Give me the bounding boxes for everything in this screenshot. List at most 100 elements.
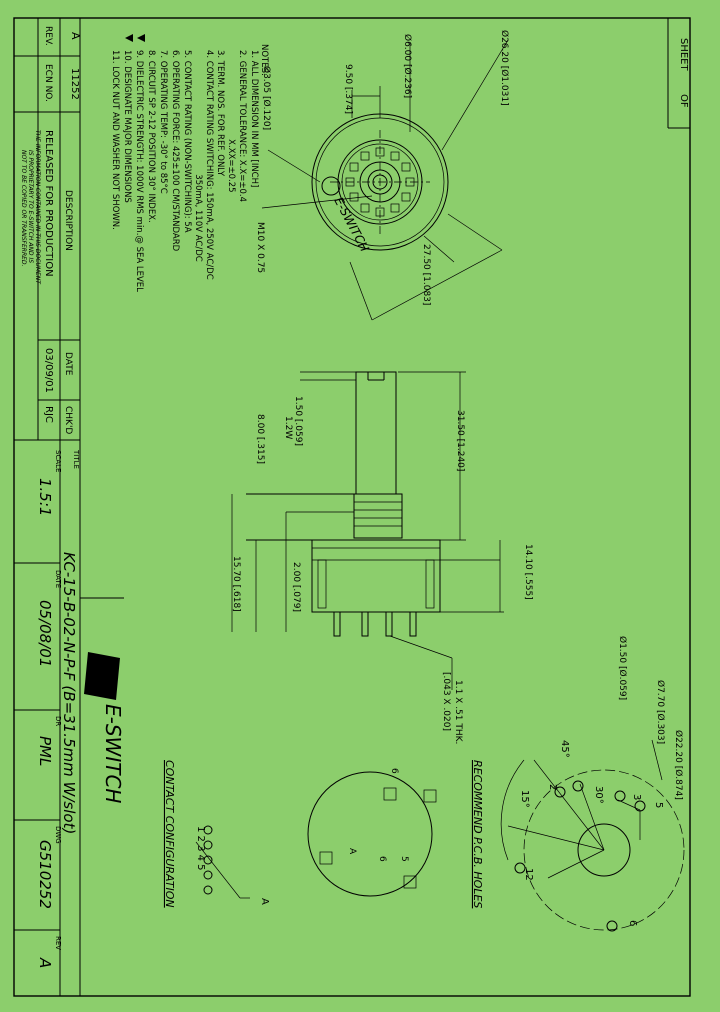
terminal-tab: [349, 192, 359, 202]
terminal-tab: [401, 192, 411, 202]
note-1: 1. ALL DIMENSION IN MM [INCH]: [249, 50, 259, 187]
contact-mark-6a: 6: [389, 768, 399, 774]
dwg-value: G510252: [36, 840, 54, 909]
dim-2220: Ø22.20 [Ø.874]: [673, 730, 684, 800]
note-8: 8. CIRCUIT SP 2-12 POSITION 30° INDEX.: [146, 50, 156, 223]
description-value: RELEASED FOR PRODUCTION: [43, 130, 54, 277]
terminal-tab: [360, 203, 370, 213]
angle-45: 45°: [559, 740, 570, 758]
ecn-value: 11252: [69, 68, 80, 100]
pcb-hole: [614, 790, 626, 802]
contact-mark-6b: 6: [377, 856, 387, 862]
note-4: 4. CONTACT RATING SWITCHING: 150mA, 250V…: [204, 50, 214, 280]
scale-value: 1.5:1: [36, 478, 54, 516]
dim-1570: 15.70 [.618]: [231, 556, 241, 612]
note-marker-icon: [137, 34, 145, 42]
pcb-label-12: 12: [523, 868, 534, 881]
ecn-header: ECN NO.: [43, 64, 53, 102]
note-11: 11. LOCK NUT AND WASHER NOT SHOWN.: [110, 50, 120, 230]
logo-mark-icon: [84, 652, 120, 700]
dwg-label: DWG: [54, 826, 62, 844]
notes-heading: NOTES:: [259, 44, 269, 76]
contact-circle: [203, 840, 213, 850]
dim-12w: 1.2W: [283, 416, 293, 439]
contact-circle: [203, 870, 213, 880]
rev-label: REV: [54, 936, 62, 950]
note-7: 7. OPERATING TEMP: -30° to 85°C: [158, 50, 168, 194]
dim-pin-inch: [.043 X .020]: [441, 672, 451, 731]
note-5: 5. CONTACT RATING (NON-SWITCHING): 5A: [182, 50, 192, 233]
top-view: E-SWITCH Ø26.20 [Ø1.031] Ø6.00 [Ø.236] 9…: [255, 30, 510, 321]
sheet-label: SHEET: [678, 38, 689, 72]
notice-line-2: IS PROPRIETARY TO E-SWITCH AND IS: [27, 150, 34, 263]
dim-3150: 31.50 [1.240]: [455, 410, 465, 471]
dim-1410: 14.10 [.555]: [523, 544, 533, 600]
dim-950: 9.50 [.374]: [343, 64, 353, 114]
note-9: 9. DIELECTRIC STRENGTH: 1000V RMS min.@ …: [134, 50, 144, 292]
pcb-hole: [634, 800, 646, 812]
dr-value: PML: [36, 736, 54, 766]
contact-circle: [203, 885, 213, 895]
note-2b: X.XX=±0.25: [226, 50, 236, 193]
terminal-tab: [390, 203, 400, 213]
stop-hole: [321, 176, 341, 196]
pcb-holes-view: RECOMMEND P.C.B. HOLES Ø22.20 [Ø.874] Ø7…: [471, 636, 685, 932]
shaft: [355, 371, 397, 495]
note-10: 10. DESIGNATE MAJOR DIMENSIONS: [122, 50, 132, 203]
sheet-of-label: OF: [678, 94, 689, 108]
date-label: DATE: [54, 570, 62, 588]
dim-pin: 1.1 X .51 THK.: [453, 680, 463, 744]
dim-800: 8.00 [.315]: [255, 414, 265, 464]
terminal-tab: [401, 162, 411, 172]
terminal-tab: [360, 151, 370, 161]
notice-line-3: NOT TO BE COPIED OR TRANSFERRED.: [20, 150, 27, 267]
contact-mark-5: 5: [399, 856, 409, 862]
dim-200: 2.00 [.079]: [291, 562, 301, 612]
terminal-tab: [390, 151, 400, 161]
contact-terminals: 1 2 3 4 5: [195, 826, 206, 871]
dim-2750: 27.50 [1.083]: [421, 244, 431, 305]
dim-hole: Ø3.05 [Ø.120]: [261, 66, 272, 130]
rev-value: A: [69, 32, 82, 40]
logo-text: E-SWITCH: [101, 704, 125, 803]
contact-mark-a: A: [347, 848, 357, 855]
notes-block: NOTES: 1. ALL DIMENSION IN MM [INCH] 2. …: [110, 34, 269, 292]
note-4b: 350mA, 110V AC/DC: [193, 50, 203, 262]
note-2: 2. GENERAL TOLERANCE: X.X=±0.4: [237, 50, 247, 202]
terminal-tab: [349, 162, 359, 172]
eswitch-logo: E-SWITCH: [84, 652, 125, 803]
pcb-label-3: 3: [631, 794, 642, 800]
side-view: 31.50 [1.240] 1.50 [.059] 1.2W 8.00 [.31…: [231, 371, 533, 744]
title-label: TITLE: [72, 449, 80, 469]
date-value: 05/08/01: [36, 600, 54, 667]
dim-shaft: Ø6.00 [Ø.236]: [402, 34, 413, 98]
pcb-hole: [514, 862, 526, 874]
pcb-hole: [572, 780, 584, 792]
note-6: 6. OPERATING FORCE: 425±100 CM/STANDARD: [170, 50, 180, 252]
scale-label: SCALE: [54, 450, 62, 472]
angle-30: 30°: [593, 786, 604, 804]
pcb-label-5: 5: [653, 802, 664, 808]
pcb-hole: [554, 786, 566, 798]
contact-circle: [203, 825, 213, 835]
dr-label: DR: [54, 716, 62, 726]
title-block: TITLE KC-15-B-02-N-P-F (B=31.5mm W/slot)…: [14, 439, 125, 996]
rev-header: REV.: [43, 26, 53, 46]
pcb-label-6: 6: [627, 920, 638, 926]
pcb-hole: [606, 920, 618, 932]
note-marker-icon: [125, 34, 133, 42]
bushing: [353, 493, 403, 539]
date-header: DATE: [63, 352, 73, 376]
proprietary-notice: THE INFORMATION CONTAINED IN THIS DOCUME…: [20, 130, 41, 285]
dim-150: 1.50 [.059]: [293, 396, 303, 446]
sheet-of-box: SHEET OF: [667, 18, 690, 129]
description-header: DESCRIPTION: [63, 190, 73, 251]
contact-circle: [203, 855, 213, 865]
contact-mark-a-callout: A: [259, 898, 270, 905]
drawing-title: KC-15-B-02-N-P-F (B=31.5mm W/slot): [60, 552, 78, 834]
chkd-value: RJC: [43, 406, 54, 423]
pins: [333, 611, 417, 637]
chkd-header: CHK'D: [63, 406, 73, 434]
